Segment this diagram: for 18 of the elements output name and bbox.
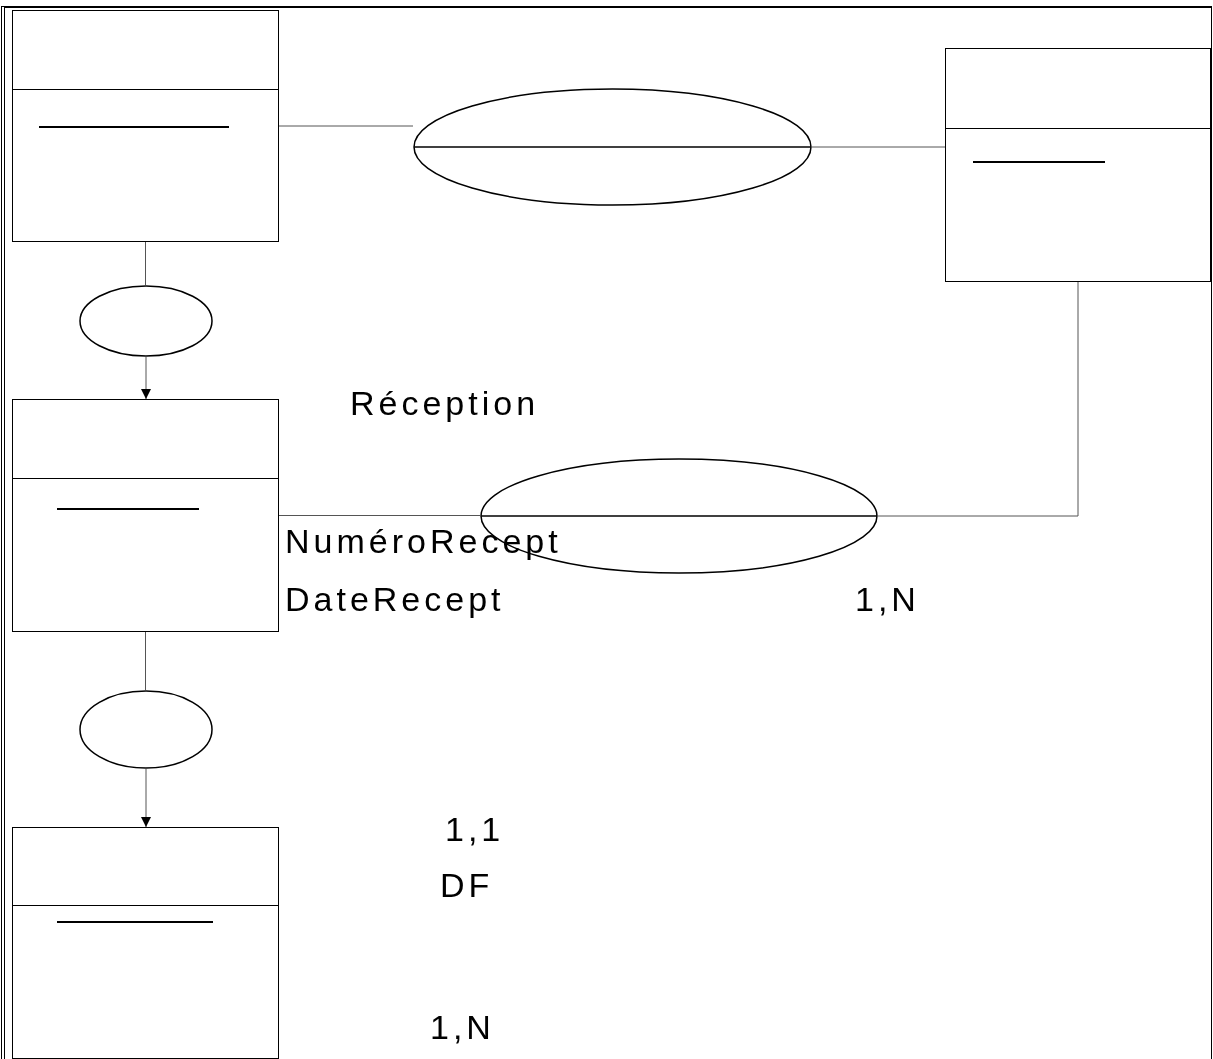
diagram-label: DF <box>440 866 494 904</box>
connector-line <box>145 631 146 691</box>
diagram-label: 1,1 <box>445 810 505 848</box>
entity-box <box>945 48 1211 282</box>
entity-box <box>12 827 279 1059</box>
entity-box <box>12 399 279 632</box>
diagram-label: Réception <box>350 384 540 422</box>
diagram-label: DateRecept <box>285 580 505 618</box>
connector-line <box>278 125 414 127</box>
connector-line <box>278 515 481 516</box>
connector-line <box>877 281 1079 517</box>
diagram-label: 1,N <box>855 580 920 618</box>
connector-line <box>141 768 151 828</box>
entity-box <box>12 10 279 242</box>
connector-line <box>141 356 151 400</box>
connector-line <box>811 146 946 148</box>
connector-line <box>145 241 146 286</box>
diagram-label: 1,N <box>430 1008 495 1046</box>
